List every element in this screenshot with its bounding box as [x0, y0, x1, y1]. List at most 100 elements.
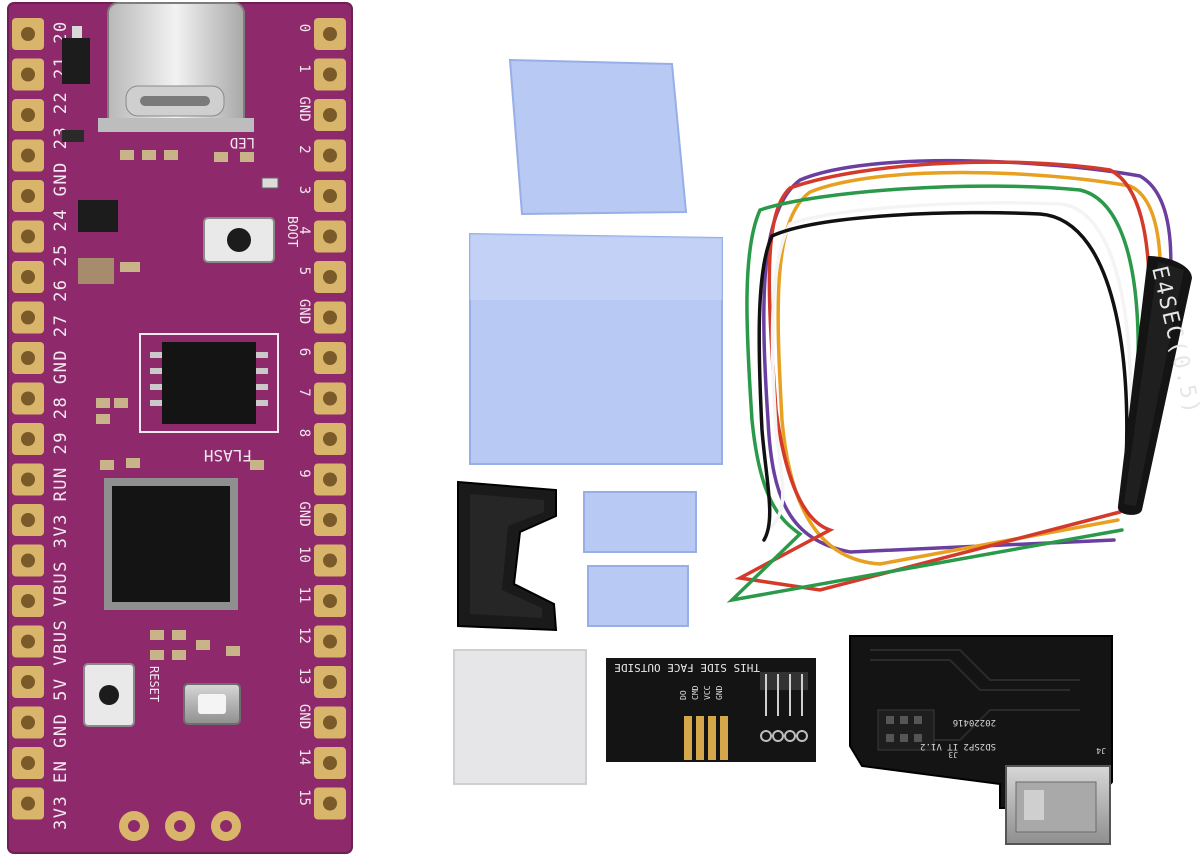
pin-hole: [323, 472, 337, 487]
pin-hole: [323, 189, 337, 203]
adapter-card-text: THIS SIDE FACE OUTSIDE: [614, 661, 760, 674]
right-pin-header: [314, 18, 346, 820]
pin-hole: [323, 675, 337, 689]
pin-hole: [323, 351, 337, 365]
thermal-pad-medium: [583, 491, 697, 553]
boot-button: [203, 217, 275, 263]
pin-hole: [21, 189, 35, 203]
right-pin-label: 5: [296, 267, 312, 275]
right-pin-label: 15: [296, 789, 312, 806]
adapter-pin-label: CMD: [691, 685, 700, 700]
pin-hole: [323, 270, 337, 284]
right-pin-label: 13: [296, 668, 312, 685]
pin-hole: [323, 432, 337, 446]
right-pin-label: 4: [296, 226, 312, 234]
reset-button: [83, 663, 135, 727]
right-pin-label: 6: [296, 348, 312, 356]
pin-hole: [323, 634, 337, 649]
wire-black: [757, 210, 1129, 542]
pin-hole: [21, 270, 35, 284]
right-pin-label: 3: [296, 186, 312, 194]
usb-c-connector: [98, 2, 254, 132]
pin-hole: [21, 513, 35, 527]
pin-hole: [323, 391, 337, 406]
boot-label: BOOT: [284, 216, 299, 247]
right-pin-label: GND: [296, 704, 312, 729]
adapter-pin-header: [760, 672, 808, 742]
pin-hole: [323, 553, 337, 568]
adapter-pin-label: DO: [679, 690, 688, 700]
right-pin-label: 9: [296, 469, 312, 477]
wire-white: [768, 201, 1133, 530]
reset-label: RESET: [147, 666, 161, 702]
pin-hole: [323, 715, 337, 730]
pin-hole: [21, 351, 35, 365]
bottom-debug-pads: [119, 811, 241, 841]
pin-hole: [21, 756, 35, 770]
flash-chip: [139, 333, 279, 433]
left-pin-labels: 3V3 EN GND 5V VBUS VBUS 3V3 RUN 29 28 GN…: [51, 20, 71, 830]
pin-hole: [323, 148, 337, 163]
right-pin-label: 14: [296, 749, 312, 766]
sot-chip: [78, 200, 118, 232]
flash-label: FLASH: [204, 446, 252, 465]
adapter-pin-label: VCC: [703, 685, 712, 700]
pin-hole: [21, 715, 35, 730]
right-pin-label: 8: [296, 429, 312, 437]
wire-purple: [762, 158, 1173, 554]
pin-hole: [323, 229, 337, 244]
pin-hole: [323, 594, 337, 608]
pin-hole: [323, 108, 337, 122]
pin-hole: [21, 67, 35, 82]
adapter-contacts: [684, 716, 728, 760]
right-pin-label: GND: [296, 299, 312, 324]
right-pin-label: 0: [296, 24, 312, 32]
pin-hole: [323, 310, 337, 325]
pin-hole: [21, 432, 35, 446]
sd2sp2-header: [877, 709, 935, 751]
sd2sp2-date: 20220416: [953, 717, 996, 727]
right-pin-label: GND: [296, 501, 312, 526]
pin-hole: [21, 472, 35, 487]
pin-hole: [21, 108, 35, 122]
pin-hole: [21, 148, 35, 163]
left-pin-header: [12, 18, 44, 820]
pin-hole: [21, 594, 35, 608]
sd2sp2-j3: J3: [948, 750, 958, 759]
pin-hole: [21, 553, 35, 568]
sd-card-slot: [1005, 765, 1111, 845]
pin-hole: [323, 67, 337, 82]
right-pin-label: 1: [296, 64, 312, 72]
thermal-pad-top: [508, 58, 688, 216]
pin-hole: [21, 229, 35, 244]
black-bracket: [457, 480, 558, 632]
pin-hole: [323, 796, 337, 811]
right-pin-label: 11: [296, 587, 312, 604]
led-label: LED: [230, 134, 255, 150]
regulator-chip: [62, 38, 90, 84]
pin-hole: [21, 634, 35, 649]
wire-orange: [776, 170, 1163, 566]
right-pin-label: 12: [296, 627, 312, 644]
rp2040-chip: [104, 478, 238, 610]
pin-hole: [323, 27, 337, 41]
thermal-pad-large: [469, 232, 723, 465]
sd2sp2-j4: J4: [1096, 746, 1106, 755]
adapter-pin-label: GND: [715, 685, 724, 700]
pin-hole: [323, 513, 337, 527]
right-pin-label: GND: [296, 96, 312, 121]
crystal: [183, 683, 241, 725]
pin-hole: [21, 675, 35, 689]
pin-hole: [323, 756, 337, 770]
thermal-pad-small: [587, 565, 689, 627]
wire-harness: [726, 158, 1173, 603]
right-pin-label: 2: [296, 145, 312, 153]
pin-hole: [21, 391, 35, 406]
sd2sp2-board: 20220416 SD2SP2 IT V1.2 J3 J4: [849, 635, 1113, 845]
pin-hole: [21, 310, 35, 325]
